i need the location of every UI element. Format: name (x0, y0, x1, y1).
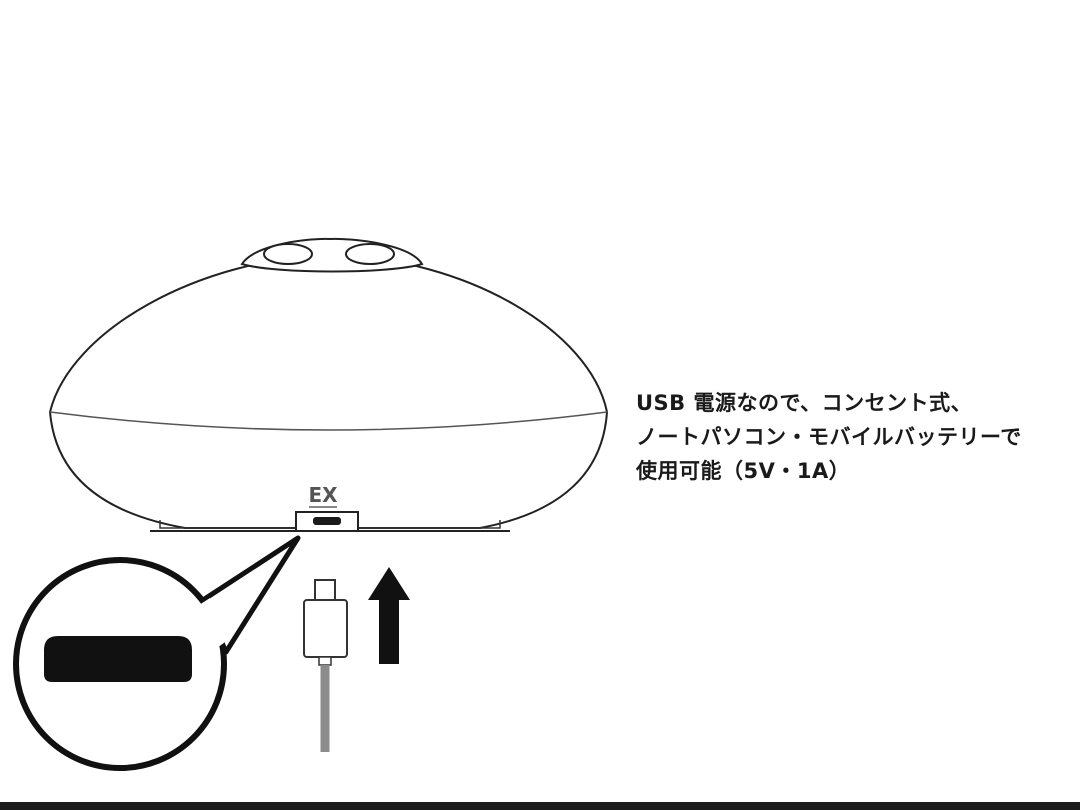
bottom-border (0, 802, 1080, 810)
power-caption: USB 電源なので、コンセント式、 ノートパソコン・モバイルバッテリーで 使用可… (636, 386, 1076, 488)
mist-outlet-left (263, 243, 313, 265)
humidifier-dome-icon: EX (49, 237, 608, 532)
caption-line-3: 使用可能（5V・1A） (636, 459, 851, 483)
magnifier-callout-icon (13, 535, 301, 771)
micro-usb-port-enlarged (44, 636, 192, 682)
caption-line-2: ノートパソコン・モバイルバッテリーで (636, 425, 1022, 449)
usb-port (295, 511, 359, 532)
micro-usb-cable-icon (303, 579, 348, 752)
svg-text:EX: EX (308, 483, 338, 507)
caption-line-1: USB 電源なので、コンセント式、 (636, 391, 973, 415)
brand-logo: EX (308, 483, 338, 508)
mist-outlet-right (345, 243, 395, 265)
arrow-up-icon (368, 567, 410, 664)
